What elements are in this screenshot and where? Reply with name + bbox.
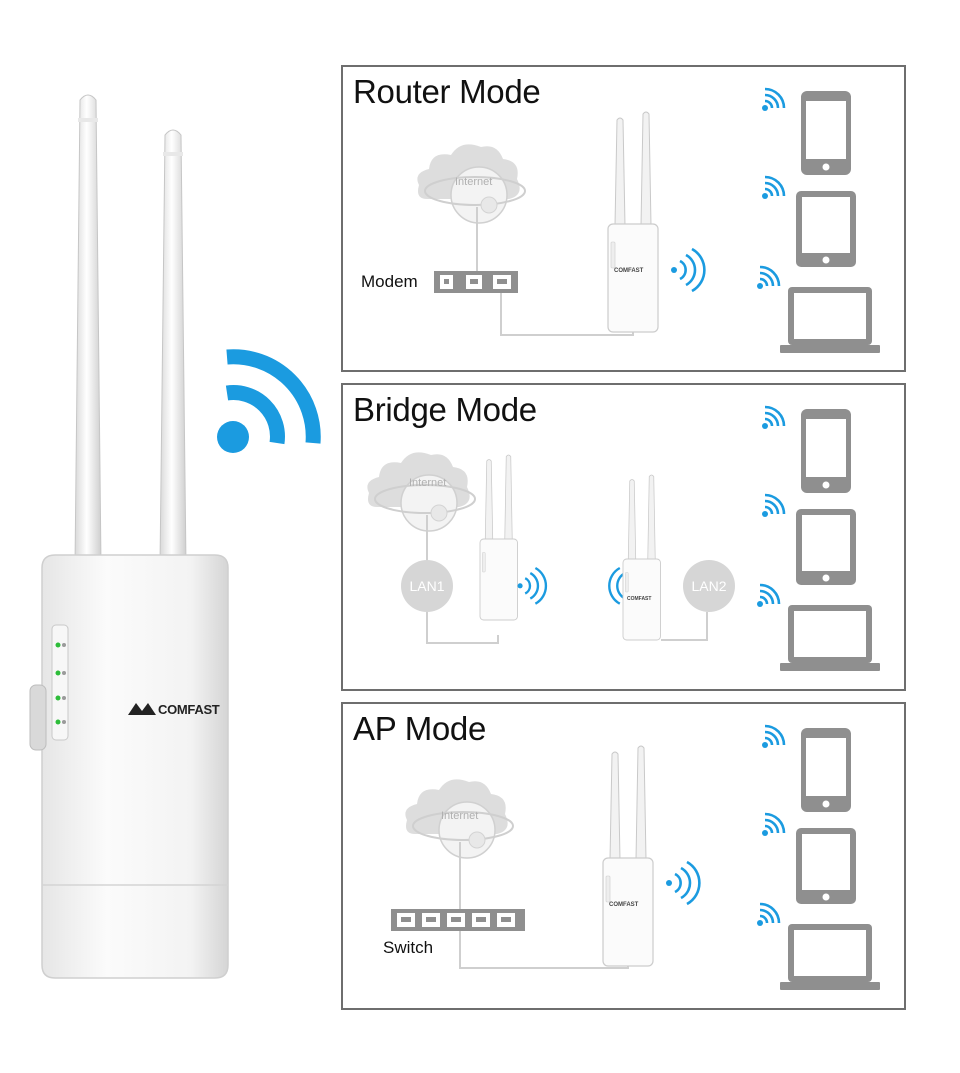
lan2-label: LAN2 xyxy=(691,578,726,594)
wifi-signal-icon xyxy=(671,247,706,293)
ap-brand-label: COMFAST xyxy=(614,268,644,274)
lan1-badge xyxy=(401,560,453,612)
lan1-label: LAN1 xyxy=(409,578,444,594)
led-panel xyxy=(51,624,69,741)
laptop-icon xyxy=(780,605,880,671)
laptop-icon xyxy=(780,287,880,353)
bridge-mode-panel: Bridge Mode Internet LAN1 COMFAST LAN2 xyxy=(341,383,906,691)
switch-label: Switch xyxy=(383,938,434,957)
tablet-icon xyxy=(796,191,856,267)
internet-label: Internet xyxy=(441,810,478,822)
outdoor-access-point-product: COMFAST xyxy=(29,94,229,979)
wifi-signal-icon xyxy=(760,87,786,113)
wifi-signal-icon xyxy=(760,724,786,750)
access-point-icon xyxy=(607,111,659,333)
modem-icon xyxy=(434,271,518,293)
ap-mode-diagram: Internet COMFAST xyxy=(391,724,880,990)
smartphone-icon xyxy=(801,91,851,175)
smartphone-icon xyxy=(801,728,851,812)
access-point-icon xyxy=(602,745,654,967)
right-antenna xyxy=(159,129,187,566)
tablet-icon xyxy=(796,828,856,904)
comfast-logo-icon xyxy=(128,703,156,715)
cable-line xyxy=(426,612,499,644)
device-housing xyxy=(41,554,229,979)
tablet-icon xyxy=(796,509,856,585)
ap-mode-panel: AP Mode Internet COMFAST Swi xyxy=(341,702,906,1010)
wifi-signal-icon xyxy=(755,583,781,609)
wifi-signal-icon xyxy=(755,265,781,291)
lan2-badge xyxy=(683,560,735,612)
panel-title: Bridge Mode xyxy=(353,391,537,428)
product-brand: COMFAST xyxy=(158,702,220,717)
modem-label: Modem xyxy=(361,272,418,291)
ap-brand-label: COMFAST xyxy=(609,902,639,908)
wifi-signal-icon xyxy=(517,566,548,605)
wifi-signal-icon xyxy=(755,902,781,928)
ap-brand-label: COMFAST xyxy=(627,596,651,602)
access-point-icon xyxy=(479,454,518,621)
bridge-mode-diagram: Internet LAN1 COMFAST LAN2 xyxy=(366,405,880,671)
cloud-globe-icon xyxy=(366,451,476,532)
wifi-signal-icon xyxy=(666,860,701,906)
panel-title: AP Mode xyxy=(353,710,487,747)
wifi-signal-icon xyxy=(760,812,786,838)
wifi-signal-icon xyxy=(760,405,786,431)
left-antenna xyxy=(74,94,102,566)
laptop-icon xyxy=(780,924,880,990)
wifi-signal-icon xyxy=(217,349,321,453)
access-point-icon xyxy=(622,474,661,641)
router-mode-panel: Router Mode Internet COMFAST Modem xyxy=(341,65,906,372)
wifi-signal-icon xyxy=(760,175,786,201)
smartphone-icon xyxy=(801,409,851,493)
internet-label: Internet xyxy=(409,477,446,489)
switch-icon xyxy=(391,909,525,931)
cable-line xyxy=(661,612,708,641)
internet-label: Internet xyxy=(455,176,492,188)
wifi-signal-icon xyxy=(760,493,786,519)
panel-title: Router Mode xyxy=(353,73,541,110)
status-leds xyxy=(55,642,66,725)
router-mode-diagram: Internet COMFAST xyxy=(416,87,880,353)
